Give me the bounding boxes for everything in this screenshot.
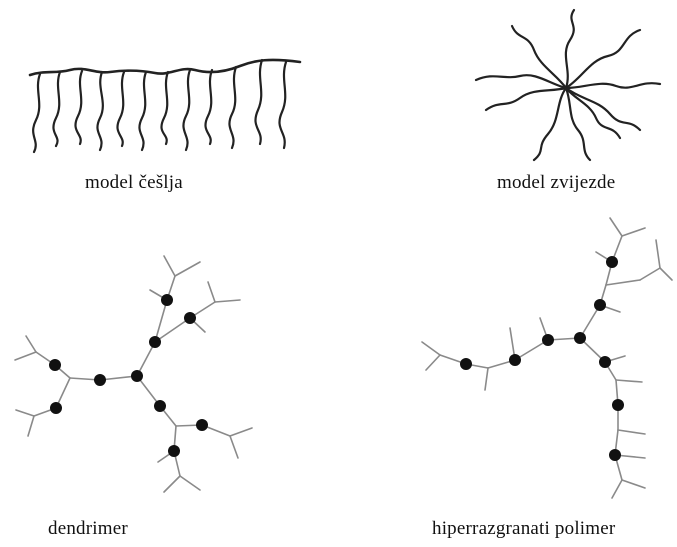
branch-point <box>599 356 611 368</box>
comb-side-chain <box>228 65 238 150</box>
branch-point <box>606 256 618 268</box>
branch-point <box>49 359 61 371</box>
star-arm <box>474 74 568 90</box>
branch-point <box>131 370 143 382</box>
star-arm <box>484 86 568 112</box>
comb-side-chain <box>278 60 288 150</box>
branch-point <box>612 399 624 411</box>
star-arm <box>564 82 662 90</box>
branch-point <box>594 299 606 311</box>
comb-side-chain <box>116 70 126 148</box>
branch-point <box>168 445 180 457</box>
dendrimer-label: dendrimer <box>48 518 128 539</box>
branch-point <box>542 334 554 346</box>
star-arm <box>564 28 642 90</box>
hyperbranched-polymer <box>421 217 673 499</box>
hyperbranched-nodes <box>460 256 624 461</box>
branch-point <box>509 354 521 366</box>
comb-side-chain <box>160 70 170 146</box>
branch-point <box>154 400 166 412</box>
hyperbranched-polymer-label: hiperrazgranati polimer <box>432 518 616 539</box>
branch-point <box>196 419 208 431</box>
comb-model <box>28 58 302 154</box>
comb-side-chain <box>74 69 84 146</box>
star-arm <box>510 24 568 90</box>
comb-side-chain <box>52 70 62 148</box>
star-arm <box>564 86 622 140</box>
branch-point <box>94 374 106 386</box>
branch-point <box>184 312 196 324</box>
comb-backbone <box>28 58 302 77</box>
star-arm <box>564 8 576 90</box>
dendrimer <box>14 255 253 493</box>
dendrimer-nodes <box>49 294 208 457</box>
comb-side-chain <box>96 70 104 152</box>
star-arm <box>532 86 568 162</box>
star-arm <box>564 86 642 132</box>
comb-side-chain <box>204 68 214 146</box>
comb-side-chain <box>182 68 192 152</box>
hyperbranched-bonds <box>421 217 673 499</box>
branch-point <box>460 358 472 370</box>
star-model <box>474 8 662 162</box>
comb-model-label: model češlja <box>85 172 183 193</box>
star-model-label: model zvijezde <box>497 172 616 193</box>
branch-point <box>149 336 161 348</box>
comb-side-chains <box>32 58 288 154</box>
branch-point <box>609 449 621 461</box>
star-arm <box>564 86 592 162</box>
comb-side-chain <box>254 58 264 146</box>
branch-point <box>50 402 62 414</box>
comb-side-chain <box>32 72 42 154</box>
branch-point <box>574 332 586 344</box>
branch-point <box>161 294 173 306</box>
comb-side-chain <box>138 70 148 152</box>
